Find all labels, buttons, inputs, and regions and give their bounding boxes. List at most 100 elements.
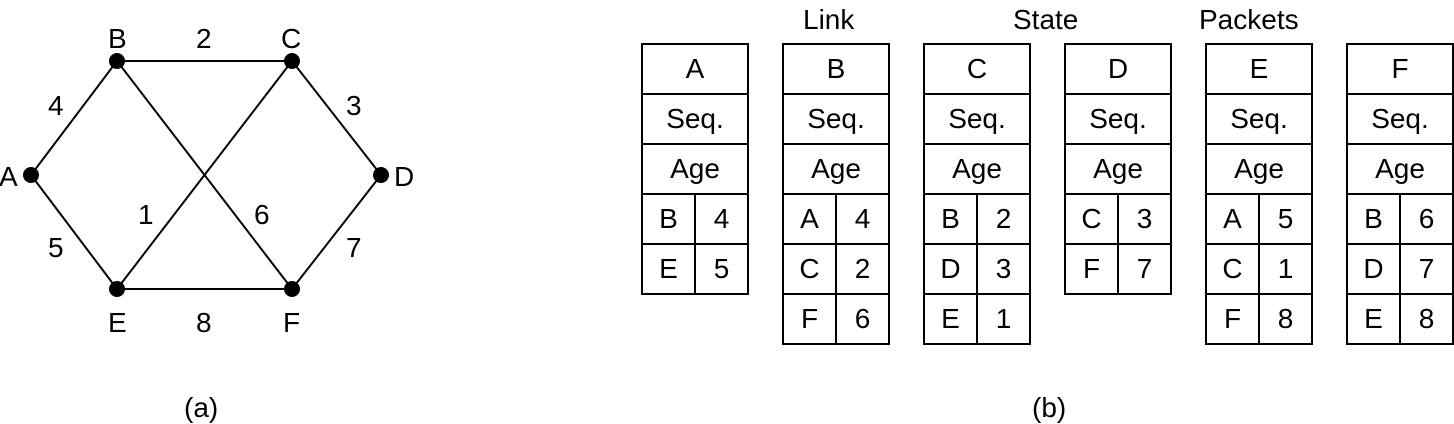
link-cost: 4 (694, 195, 747, 243)
neighbor: F (800, 303, 819, 334)
neighbor: D (1363, 253, 1384, 284)
link-cost: 8 (1258, 295, 1311, 343)
neighbor: A (1223, 203, 1242, 234)
link-cost: 4 (835, 195, 888, 243)
neighbor: C (799, 253, 820, 284)
neighbor: E (941, 303, 960, 334)
edge-d-f (291, 174, 382, 290)
link-cost: 2 (976, 195, 1029, 243)
heading-link: Link (803, 4, 855, 35)
edge-b-f (116, 60, 293, 290)
packet-router: C (966, 53, 988, 84)
edge-c-d (291, 60, 382, 176)
packet-age: Age (1207, 143, 1311, 193)
packet-age: Age (1348, 143, 1452, 193)
neighbor: C (1222, 253, 1243, 284)
neighbor: E (1364, 303, 1383, 334)
edge-weight-b-f: 6 (254, 199, 270, 230)
node-f (284, 281, 300, 297)
packet-seq: Seq. (1066, 93, 1170, 143)
edge-weight-c-d: 3 (346, 90, 362, 121)
neighbor: B (941, 203, 960, 234)
edge-weight-b-c: 2 (196, 23, 212, 54)
node-label-f: F (283, 307, 300, 338)
edge-weight-d-f: 7 (346, 232, 362, 263)
link-cost: 1 (976, 295, 1029, 343)
node-label-b: B (108, 23, 127, 54)
edge-weight-e-c: 1 (138, 199, 154, 230)
node-b (109, 53, 125, 69)
link-cost: 2 (835, 245, 888, 293)
packet-router: F (1391, 53, 1409, 84)
link-cost: 7 (1399, 245, 1452, 293)
packet-router: E (1249, 53, 1269, 84)
neighbor: B (659, 203, 678, 234)
link-cost: 8 (1399, 295, 1452, 343)
node-label-c: C (281, 23, 301, 54)
heading-state: State (1013, 4, 1079, 35)
neighbor: A (800, 203, 819, 234)
link-cost: 5 (1258, 195, 1311, 243)
caption-b: (b) (1032, 392, 1067, 423)
edge-weight-e-f: 8 (196, 307, 212, 338)
link-cost: 6 (835, 295, 888, 343)
node-a (23, 167, 39, 183)
packet-age: Age (784, 143, 888, 193)
packet-seq: Seq. (643, 93, 747, 143)
packet-seq: Seq. (784, 93, 888, 143)
node-label-e: E (108, 307, 127, 338)
heading-packets: Packets (1199, 4, 1299, 35)
link-cost: 7 (1117, 245, 1170, 293)
edge-weight-a-b: 4 (48, 90, 64, 121)
packet-router: D (1107, 53, 1129, 84)
packet-age: Age (1066, 143, 1170, 193)
link-cost: 6 (1399, 195, 1452, 243)
node-label-a: A (0, 161, 18, 192)
neighbor: E (659, 253, 678, 284)
edge-a-e (30, 174, 118, 290)
neighbor: C (1081, 203, 1102, 234)
link-cost: 1 (1258, 245, 1311, 293)
edge-weight-a-e: 5 (48, 232, 64, 263)
link-cost: 5 (694, 245, 747, 293)
packet-age: Age (925, 143, 1029, 193)
packet-seq: Seq. (1348, 93, 1452, 143)
neighbor: B (1364, 203, 1383, 234)
packet-age: Age (643, 143, 747, 193)
neighbor: F (1223, 303, 1242, 334)
node-e (109, 281, 125, 297)
neighbor: F (1082, 253, 1101, 284)
edge-a-b (30, 60, 118, 176)
packet-seq: Seq. (1207, 93, 1311, 143)
neighbor: D (940, 253, 961, 284)
node-d (373, 167, 389, 183)
packet-router: A (685, 53, 705, 84)
link-cost: 3 (1117, 195, 1170, 243)
node-c (284, 53, 300, 69)
caption-a: (a) (184, 392, 219, 423)
link-cost: 3 (976, 245, 1029, 293)
packet-seq: Seq. (925, 93, 1029, 143)
